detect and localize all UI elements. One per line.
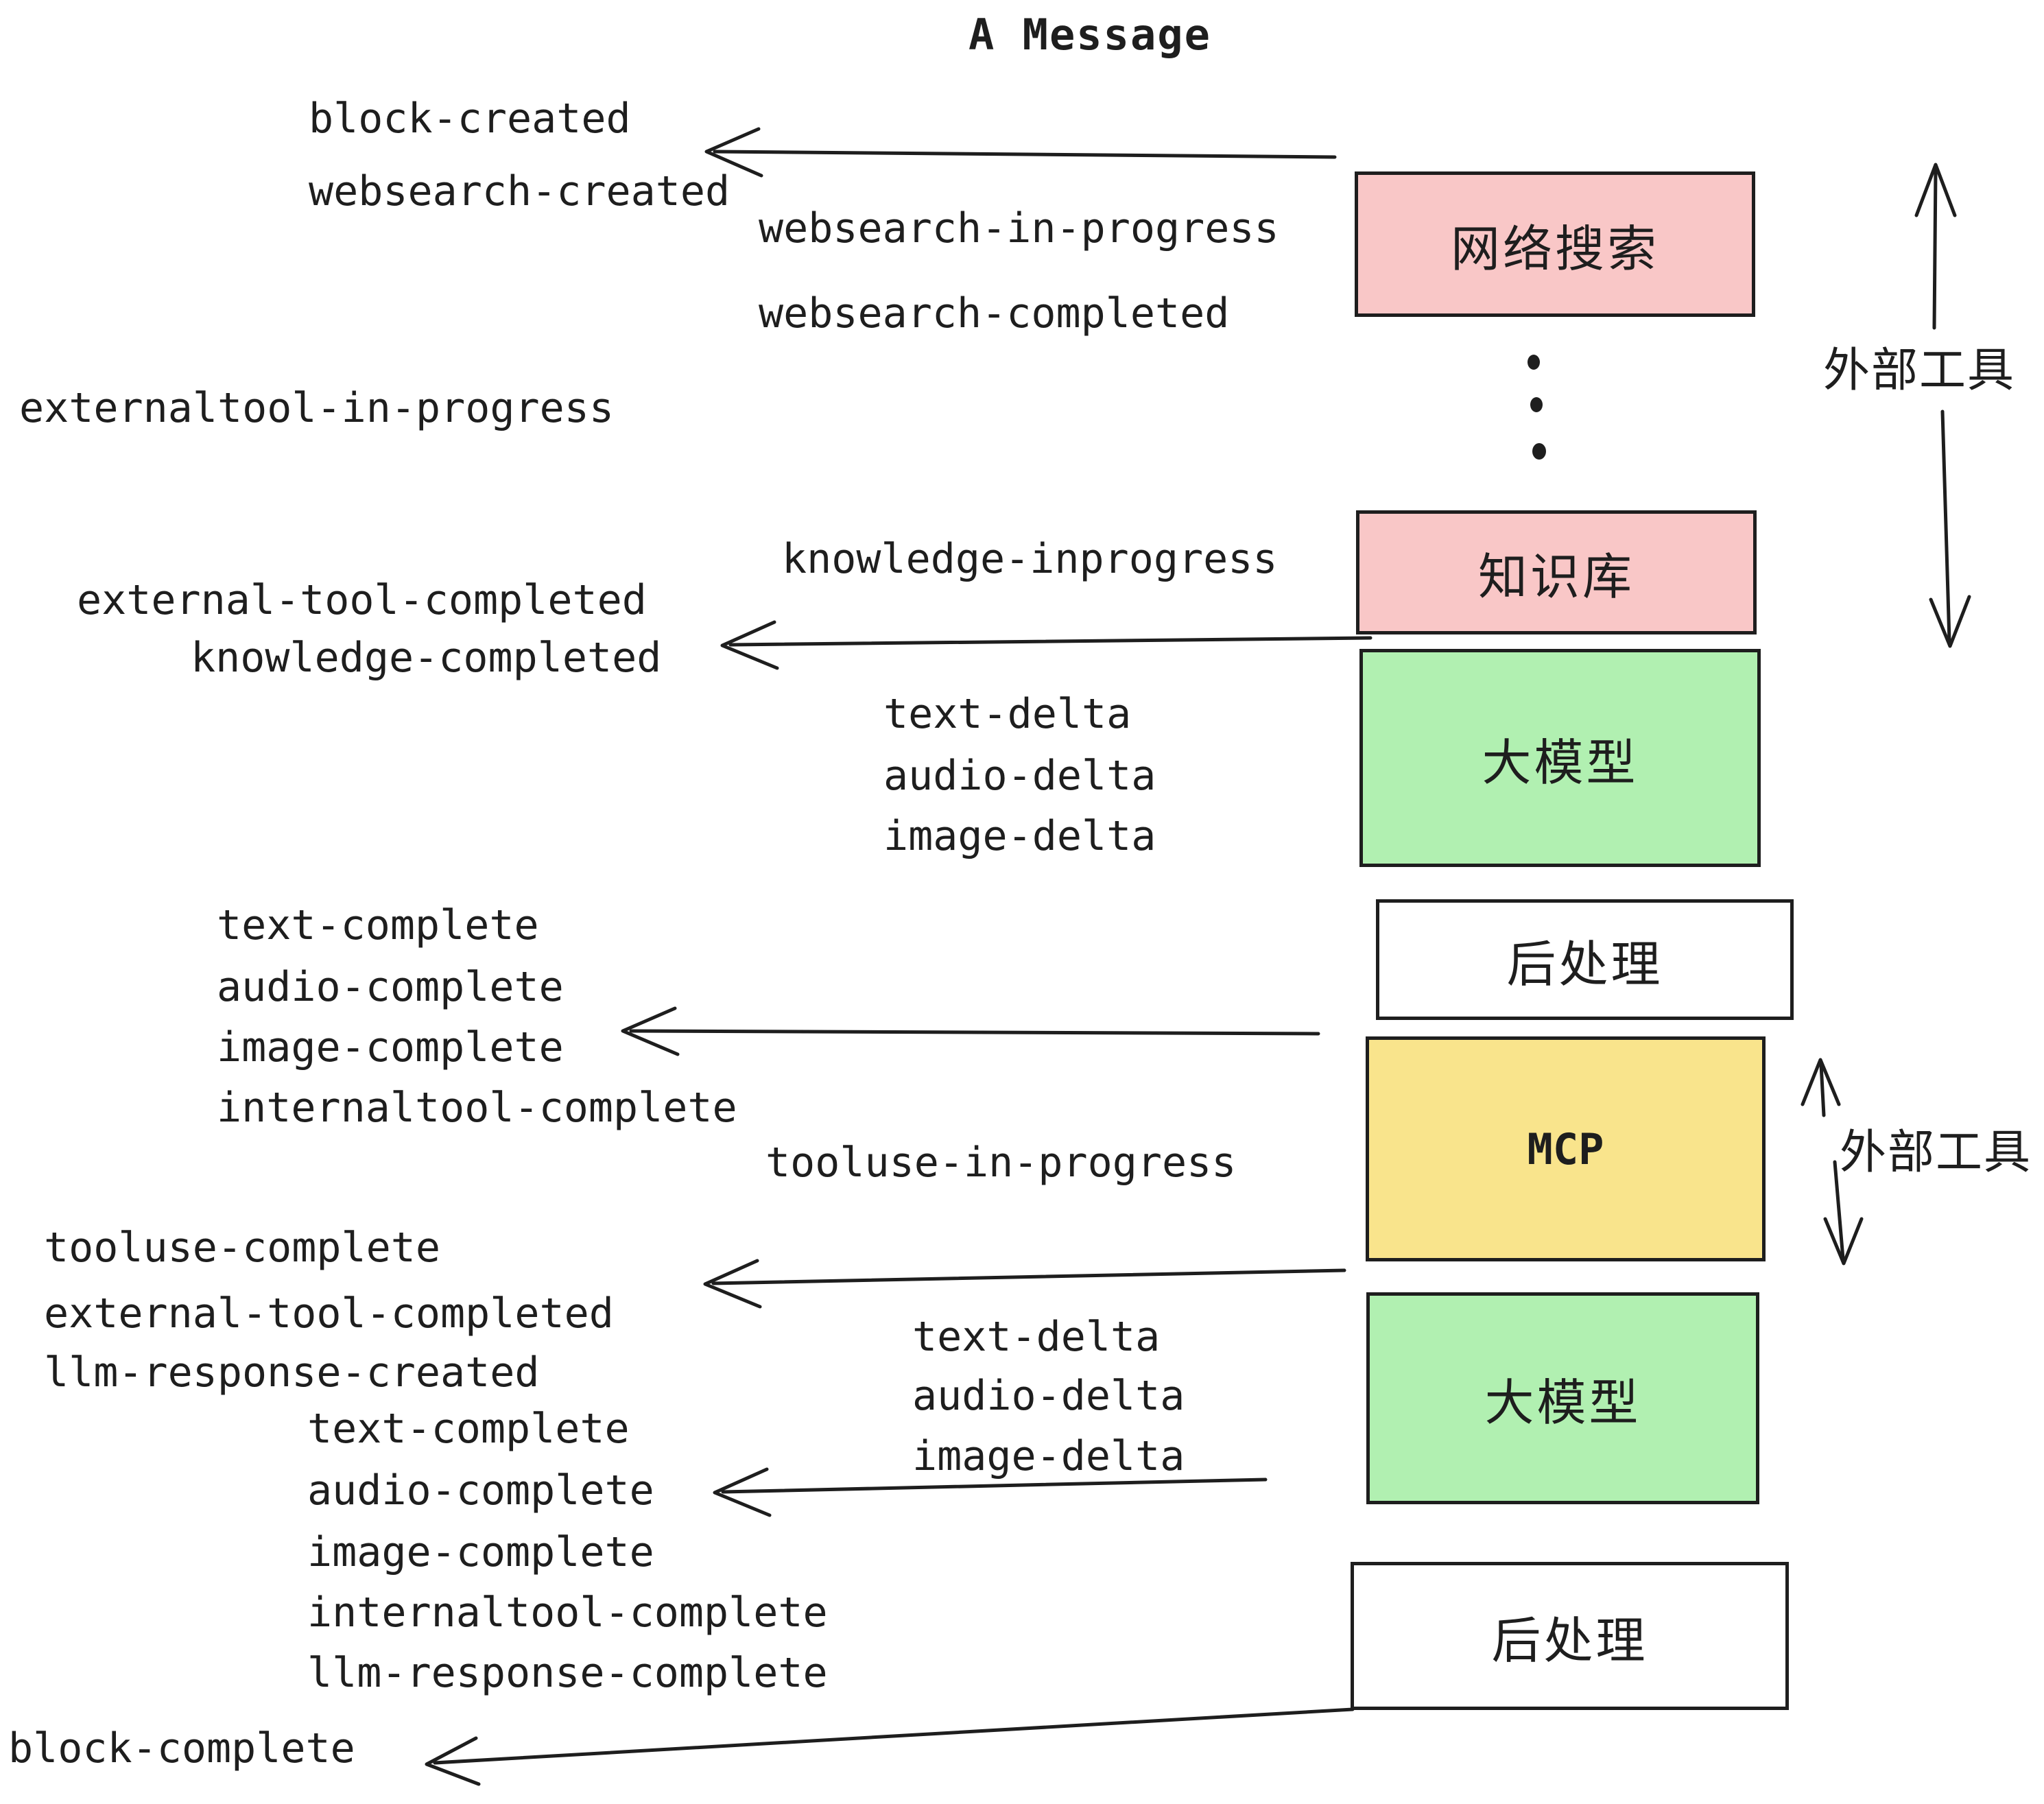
event-text-delta-1: text-delta bbox=[883, 690, 1132, 738]
box-websearch: 网络搜索 bbox=[1355, 171, 1755, 317]
event-text-complete-1: text-complete bbox=[217, 901, 539, 949]
page-title: A Message bbox=[968, 10, 1211, 60]
event-image-complete-1: image-complete bbox=[217, 1023, 564, 1071]
arrow-block-created bbox=[704, 127, 1337, 178]
event-llm-response-complete: llm-response-complete bbox=[307, 1649, 828, 1697]
double-arrow-external-tools-2 bbox=[1801, 1058, 1864, 1266]
event-audio-complete-2: audio-complete bbox=[307, 1467, 654, 1515]
arrow-block-complete bbox=[425, 1707, 1355, 1786]
event-externaltool-in-progress: externaltool-in-progress bbox=[19, 384, 614, 432]
box-knowledge: 知识库 bbox=[1356, 510, 1757, 634]
box-knowledge-label: 知识库 bbox=[1477, 548, 1635, 606]
event-knowledge-completed: knowledge-completed bbox=[191, 634, 662, 682]
arrow-knowledge-completed bbox=[720, 620, 1372, 670]
box-llm-1-label: 大模型 bbox=[1482, 733, 1639, 792]
box-mcp: MCP bbox=[1366, 1036, 1766, 1261]
side-label-external-tools-1: 外部工具 bbox=[1823, 344, 2016, 398]
event-audio-complete-1: audio-complete bbox=[217, 963, 564, 1011]
arrow-internaltool-complete bbox=[621, 1006, 1320, 1056]
box-post-1: 后处理 bbox=[1376, 899, 1794, 1020]
event-external-tool-completed-1: external-tool-completed bbox=[77, 576, 647, 624]
double-arrow-external-tools-1 bbox=[1914, 163, 1971, 648]
event-websearch-completed: websearch-completed bbox=[759, 289, 1230, 337]
event-tooluse-complete: tooluse-complete bbox=[44, 1224, 440, 1272]
box-post-1-label: 后处理 bbox=[1506, 935, 1663, 993]
box-llm-2: 大模型 bbox=[1366, 1292, 1759, 1504]
event-websearch-in-progress: websearch-in-progress bbox=[759, 204, 1279, 252]
box-websearch-label: 网络搜索 bbox=[1450, 219, 1659, 278]
event-text-delta-2: text-delta bbox=[912, 1313, 1161, 1361]
event-tooluse-in-progress: tooluse-in-progress bbox=[765, 1139, 1237, 1187]
arrow-audio-complete bbox=[713, 1467, 1268, 1517]
event-image-complete-2: image-complete bbox=[307, 1528, 654, 1576]
event-image-delta-2: image-delta bbox=[912, 1432, 1185, 1480]
ellipsis-dots bbox=[1528, 355, 1546, 460]
arrow-tooluse-complete bbox=[703, 1259, 1346, 1309]
event-text-complete-2: text-complete bbox=[307, 1405, 630, 1453]
event-block-created: block-created bbox=[309, 95, 631, 143]
event-image-delta-1: image-delta bbox=[883, 812, 1156, 860]
box-post-2: 后处理 bbox=[1351, 1562, 1789, 1710]
box-post-2-label: 后处理 bbox=[1491, 1611, 1648, 1670]
box-mcp-label: MCP bbox=[1527, 1124, 1604, 1174]
event-audio-delta-1: audio-delta bbox=[883, 752, 1156, 800]
event-internaltool-complete-1: internaltool-complete bbox=[217, 1084, 737, 1132]
side-label-external-tools-2: 外部工具 bbox=[1840, 1126, 2032, 1180]
box-llm-2-label: 大模型 bbox=[1484, 1374, 1641, 1432]
event-audio-delta-2: audio-delta bbox=[912, 1372, 1185, 1420]
event-external-tool-completed-2: external-tool-completed bbox=[44, 1290, 614, 1338]
event-block-complete: block-complete bbox=[8, 1724, 355, 1772]
box-llm-1: 大模型 bbox=[1359, 649, 1761, 867]
event-knowledge-inprogress: knowledge-inprogress bbox=[782, 535, 1278, 583]
event-internaltool-complete-2: internaltool-complete bbox=[307, 1589, 828, 1637]
event-websearch-created: websearch-created bbox=[309, 167, 730, 215]
event-llm-response-created: llm-response-created bbox=[44, 1349, 540, 1397]
